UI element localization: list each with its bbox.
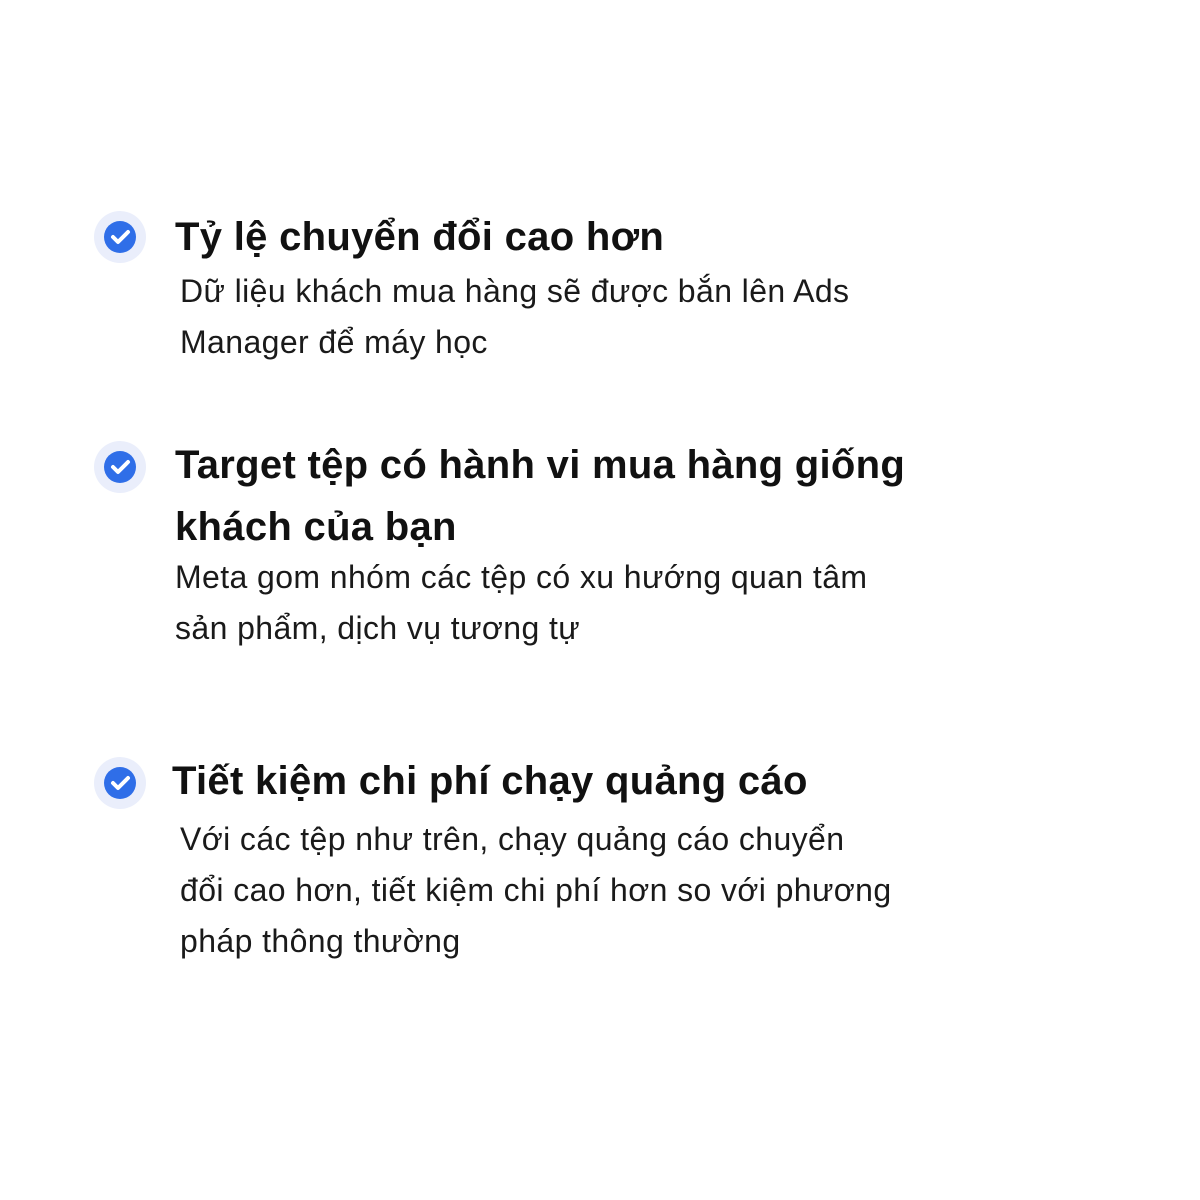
- benefit-title: Tỷ lệ chuyển đổi cao hơn: [175, 215, 665, 259]
- benefit-title: Tiết kiệm chi phí chạy quảng cáo: [172, 759, 808, 803]
- benefit-description: Với các tệp như trên, chạy quảng cáo chu…: [180, 821, 892, 959]
- check-circle-icon: [94, 441, 146, 493]
- check-circle-icon: [94, 211, 146, 263]
- benefit-description: Dữ liệu khách mua hàng sẽ được bắn lên A…: [180, 273, 850, 360]
- check-circle-icon: [94, 757, 146, 809]
- benefit-title: Target tệp có hành vi mua hàng giống khá…: [175, 443, 906, 549]
- benefit-description: Meta gom nhóm các tệp có xu hướng quan t…: [175, 559, 868, 646]
